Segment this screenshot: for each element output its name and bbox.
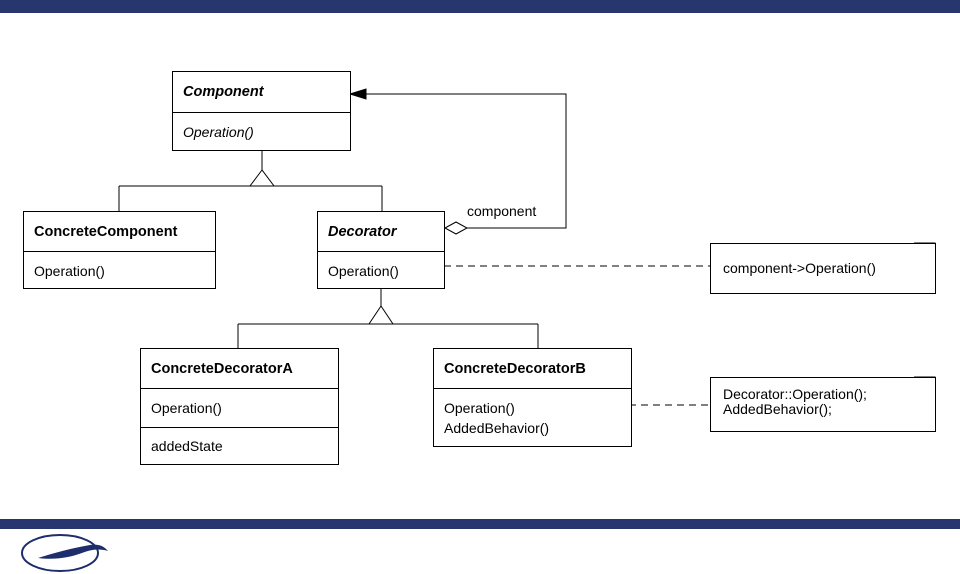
top-bar — [0, 0, 960, 13]
class-concrete-decorator-a: ConcreteDecoratorA Operation() addedStat… — [140, 348, 339, 465]
class-concrete-decorator-b-header: ConcreteDecoratorB — [434, 349, 631, 388]
class-concrete-decorator-b: ConcreteDecoratorB Operation() AddedBeha… — [433, 348, 632, 447]
note-decorator-b-operation: Decorator::Operation(); AddedBehavior(); — [710, 377, 936, 432]
class-concrete-decorator-a-operation: Operation() — [151, 400, 222, 416]
class-concrete-decorator-a-name: ConcreteDecoratorA — [151, 360, 293, 377]
class-concrete-component-operations: Operation() — [24, 251, 215, 289]
bottom-bar — [0, 519, 960, 529]
aggregation-line — [362, 93, 567, 229]
class-concrete-decorator-b-operations: Operation() AddedBehavior() — [434, 388, 631, 446]
class-decorator-operations: Operation() — [318, 251, 444, 289]
class-decorator: Decorator Operation() — [317, 211, 445, 289]
note-decorator-operation: component->Operation() — [710, 243, 936, 294]
class-concrete-component: ConcreteComponent Operation() — [23, 211, 216, 289]
class-concrete-decorator-a-operations: Operation() — [141, 388, 338, 427]
aggregation-arrowhead — [348, 88, 367, 100]
note-decorator-operation-text: component->Operation() — [723, 260, 876, 276]
class-concrete-component-operation: Operation() — [34, 262, 105, 279]
logo-ring — [21, 534, 99, 572]
class-component-name: Component — [183, 84, 264, 100]
note-decorator-b-line-1: Decorator::Operation(); — [723, 386, 867, 402]
inherit-triangle-decorator — [368, 305, 394, 325]
aggregation-diamond — [443, 221, 469, 235]
logo-wing — [38, 544, 108, 559]
class-decorator-operation: Operation() — [328, 262, 399, 279]
class-concrete-decorator-a-attribute: addedState — [151, 438, 223, 454]
association-label-component: component — [467, 203, 537, 219]
class-concrete-decorator-b-name: ConcreteDecoratorB — [444, 360, 586, 377]
class-concrete-decorator-a-attributes: addedState — [141, 427, 338, 464]
note-decorator-b-line-2: AddedBehavior(); — [723, 401, 832, 417]
class-concrete-decorator-b-operation: Operation() — [444, 399, 515, 416]
class-component: Component Operation() — [172, 71, 351, 151]
class-decorator-name: Decorator — [328, 223, 397, 240]
class-concrete-component-header: ConcreteComponent — [24, 212, 215, 251]
class-decorator-header: Decorator — [318, 212, 444, 251]
class-concrete-decorator-b-added-behavior: AddedBehavior() — [444, 419, 550, 436]
inherit-triangle-component — [249, 169, 275, 187]
class-component-operations: Operation() — [173, 112, 350, 151]
class-concrete-component-name: ConcreteComponent — [34, 223, 178, 240]
class-component-header: Component — [173, 72, 350, 112]
class-component-operation: Operation() — [183, 124, 254, 140]
logo-icon — [21, 534, 108, 572]
class-concrete-decorator-a-header: ConcreteDecoratorA — [141, 349, 338, 388]
